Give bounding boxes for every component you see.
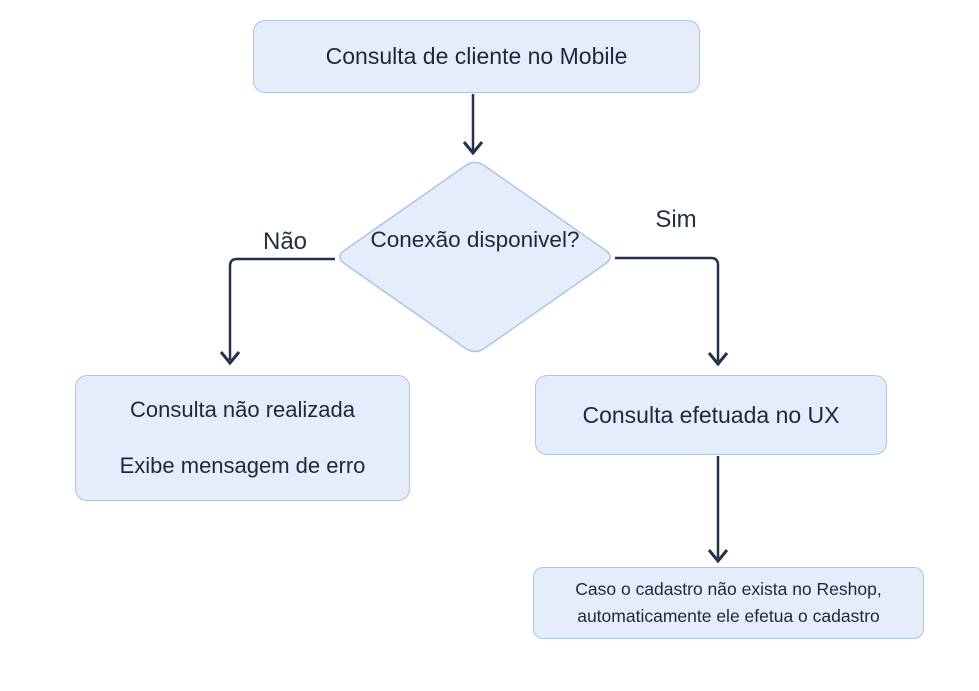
node-decision-connection: Conexão disponivel? <box>355 222 595 258</box>
node-auto-register-line1: Caso o cadastro não exista no Reshop, <box>575 579 882 599</box>
node-query-failed: Consulta não realizada Exibe mensagem de… <box>75 375 410 501</box>
decision-label-line1: Conexão <box>370 227 461 252</box>
node-query-success: Consulta efetuada no UX <box>535 375 887 455</box>
arrow-success-to-register <box>707 456 729 564</box>
node-auto-register-line2: automaticamente ele efetua o cadastro <box>577 606 880 626</box>
arrow-decision-to-success <box>615 256 729 367</box>
node-start-query-mobile: Consulta de cliente no Mobile <box>253 20 700 93</box>
node-query-failed-line1: Consulta não realizada <box>129 397 356 422</box>
node-query-failed-line2: Exibe mensagem de erro <box>119 453 366 478</box>
arrow-decision-to-failed <box>219 257 335 366</box>
node-query-success-label: Consulta efetuada no UX <box>582 401 840 428</box>
arrow-start-to-decision <box>462 94 484 156</box>
edge-label-yes: Sim <box>655 206 697 233</box>
edge-label-no: Não <box>262 228 308 255</box>
decision-label-line2: disponivel? <box>466 227 580 252</box>
node-auto-register: Caso o cadastro não exista no Reshop, au… <box>533 567 924 639</box>
decision-diamond-shape <box>339 161 611 353</box>
node-start-label: Consulta de cliente no Mobile <box>325 43 628 69</box>
